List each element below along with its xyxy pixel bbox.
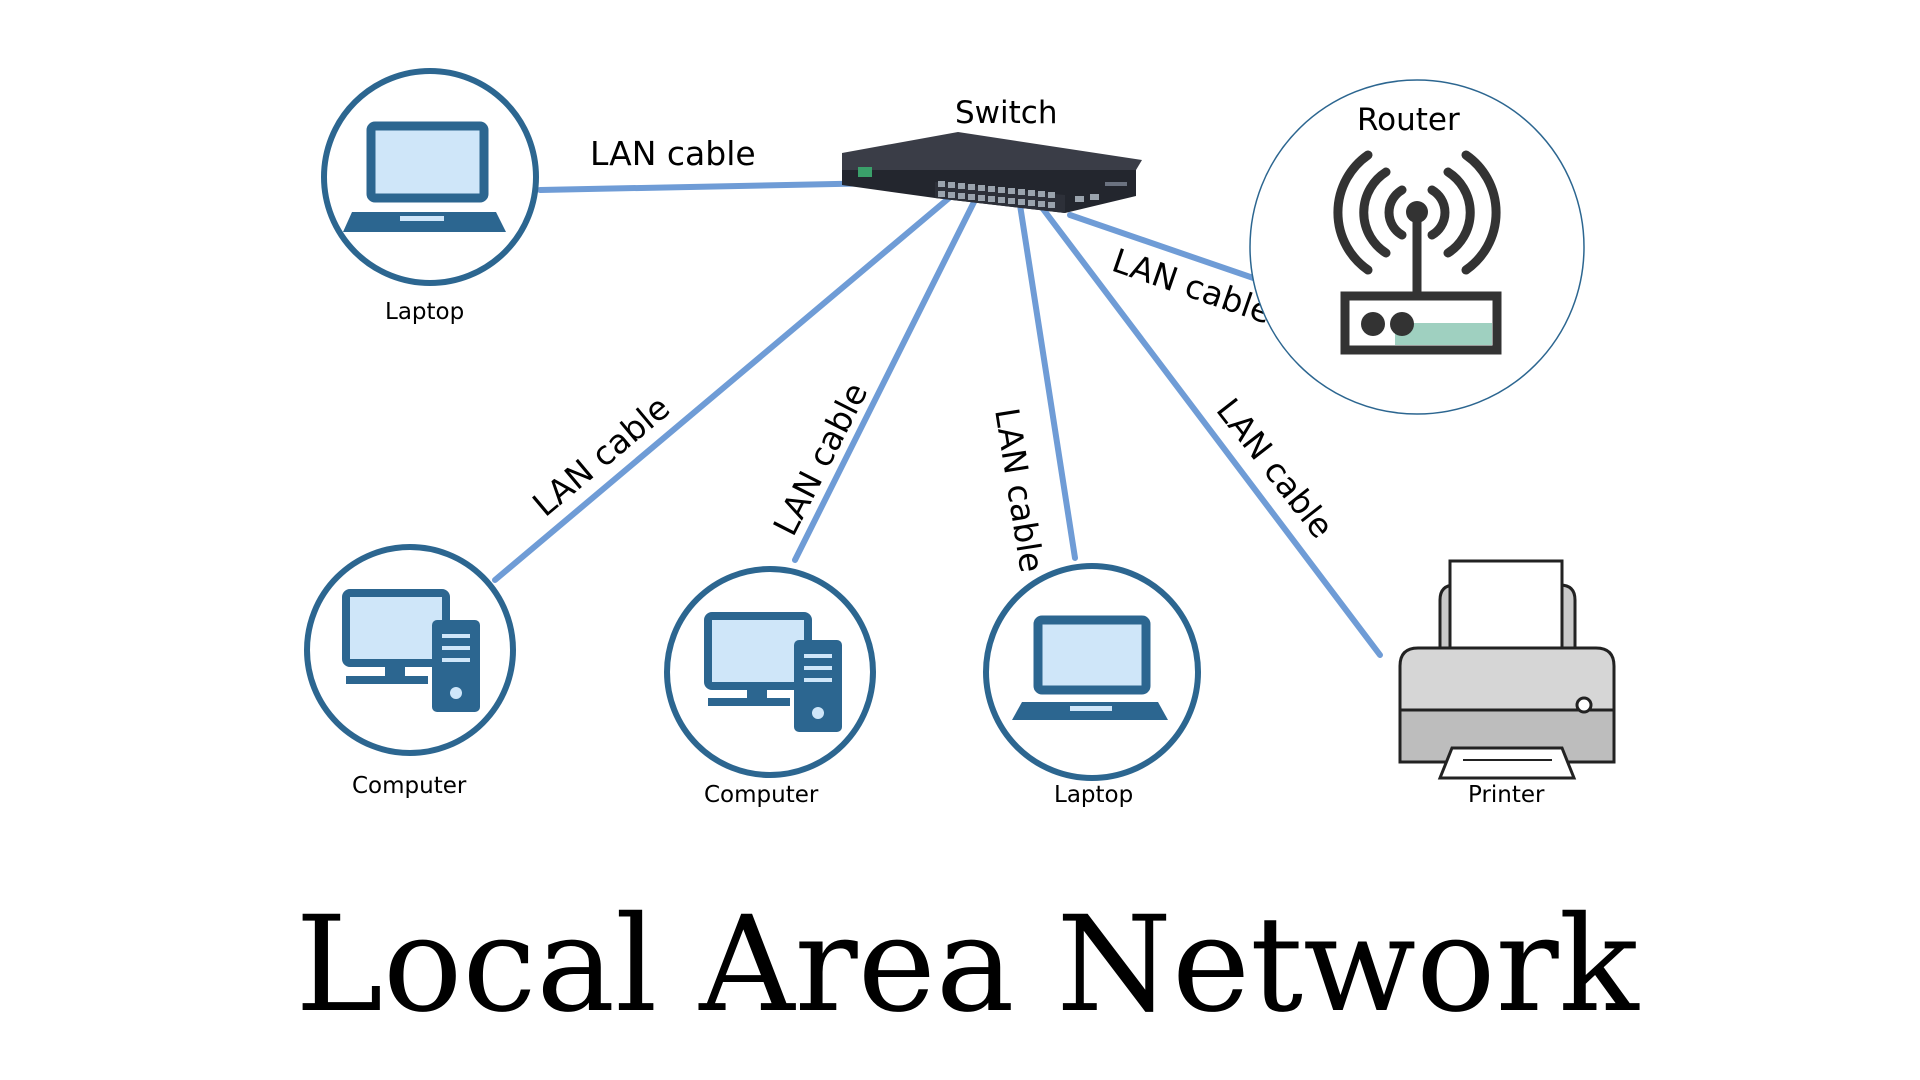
- router-label: Router: [1357, 102, 1460, 138]
- cable-label-computer-mid: LAN cable: [765, 376, 875, 541]
- cable-laptop-bottom: [1017, 202, 1078, 561]
- switch-label: Switch: [955, 95, 1058, 131]
- cable-computer-left: [492, 190, 958, 583]
- wifi-router-icon: [1333, 150, 1501, 303]
- page-title: Local Area Network: [295, 888, 1639, 1042]
- laptop-icon: [343, 121, 506, 232]
- laptop-icon: [1012, 615, 1168, 720]
- cable-label-printer: LAN cable: [1209, 391, 1342, 546]
- laptop-top-node: [321, 68, 539, 286]
- cable-printer: [1037, 202, 1383, 658]
- computer-mid-label: Computer: [704, 782, 819, 808]
- cables: [492, 179, 1393, 658]
- cable-computer-mid: [792, 197, 978, 563]
- printer-label: Printer: [1468, 782, 1545, 808]
- laptop-bottom-label: Laptop: [1054, 782, 1133, 808]
- cable-label-laptop-top: LAN cable: [590, 134, 756, 173]
- desktop-computer-icon: [704, 612, 842, 732]
- cable-label-laptop-bottom: LAN cable: [987, 405, 1051, 575]
- computer-left-label: Computer: [352, 773, 467, 799]
- network-switch-icon: [842, 132, 1142, 213]
- computer-mid-node: [664, 566, 876, 778]
- laptop-top-label: Laptop: [385, 299, 464, 325]
- cable-label-computer-left: LAN cable: [525, 388, 677, 524]
- computer-left-node: [304, 544, 516, 756]
- desktop-computer-icon: [342, 589, 480, 712]
- printer-icon: [1398, 559, 1616, 780]
- router-node: [1249, 79, 1585, 415]
- laptop-bottom-node: [983, 563, 1201, 781]
